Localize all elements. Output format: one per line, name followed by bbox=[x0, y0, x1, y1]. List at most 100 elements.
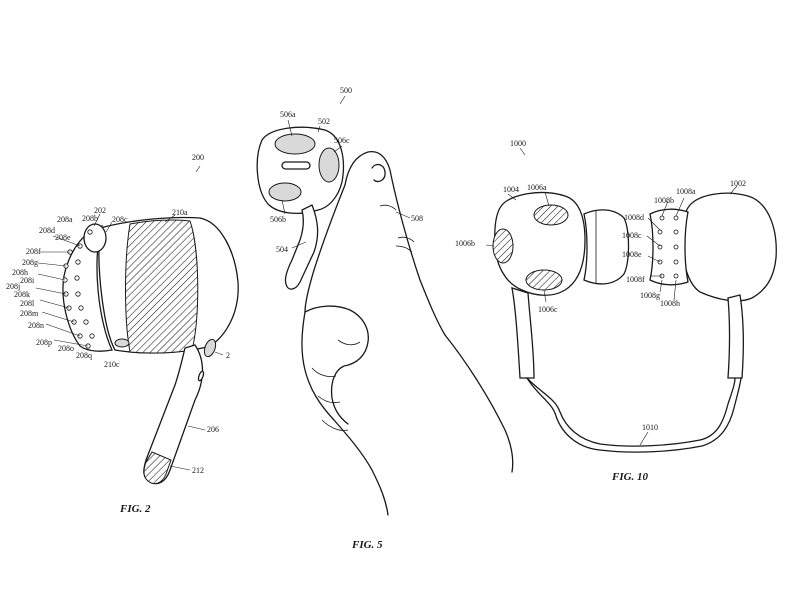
sensor-pad-1006a bbox=[533, 204, 569, 226]
figure-2: 200 202 210a 208b 208c 208a 208d 208e 20… bbox=[6, 153, 239, 515]
ref-label: 1008d bbox=[624, 213, 644, 222]
electrode-dot bbox=[657, 229, 663, 235]
electrode-dot bbox=[673, 273, 679, 279]
ref-label: 206 bbox=[207, 425, 219, 434]
ref-label: 1002 bbox=[730, 179, 746, 188]
earbud-stem bbox=[727, 294, 744, 379]
electrode-dot bbox=[673, 229, 679, 235]
ref-label: 212 bbox=[192, 466, 204, 475]
leader-lines-fig2 bbox=[35, 165, 224, 471]
sensor-pad-506c bbox=[318, 147, 340, 183]
sensor-pad-1006c bbox=[525, 269, 563, 291]
ref-label: 506b bbox=[270, 215, 286, 224]
ear-tip-right bbox=[649, 208, 689, 286]
figure-10: 1000 1004 1006a 1006b 1006c 1002 1008a 1… bbox=[455, 139, 777, 483]
earbud-stem bbox=[284, 204, 319, 290]
ref-label: 208d bbox=[39, 226, 55, 235]
reference-labels-fig10: 1000 1004 1006a 1006b 1006c 1002 1008a 1… bbox=[455, 139, 746, 432]
ref-label: 208j bbox=[6, 282, 20, 291]
electrode-dot bbox=[83, 319, 89, 325]
thumb bbox=[304, 305, 369, 425]
stem-tip-212 bbox=[143, 451, 172, 485]
electrode-dot bbox=[87, 229, 93, 235]
ref-label: 200 bbox=[192, 153, 204, 162]
electrode-dot bbox=[74, 275, 80, 281]
ear-tip-left bbox=[583, 209, 630, 285]
ref-label: 208g bbox=[22, 258, 38, 267]
ref-label: 1006a bbox=[527, 183, 547, 192]
ref-label: 210a bbox=[172, 208, 188, 217]
left-earbud-1004 bbox=[492, 191, 630, 379]
figure-5: 500 506a 502 506c 506b 504 508 FIG. 5 bbox=[256, 86, 514, 551]
earbud-fig2 bbox=[62, 216, 239, 485]
sensor-pad-210c bbox=[114, 338, 130, 348]
ref-label: 208h bbox=[12, 268, 28, 277]
earbud-body bbox=[681, 192, 777, 302]
stem-vent bbox=[197, 370, 205, 382]
reference-labels-fig2: 200 202 210a 208b 208c 208a 208d 208e 20… bbox=[6, 153, 230, 475]
ref-label: 208c bbox=[112, 215, 128, 224]
sensor-pad-2 bbox=[203, 338, 217, 358]
ref-label: 208k bbox=[14, 290, 30, 299]
ref-label: 208b bbox=[82, 214, 98, 223]
ref-label: 1006c bbox=[538, 305, 558, 314]
figure-caption: FIG. 5 bbox=[351, 539, 383, 551]
ref-label: 1008c bbox=[622, 231, 642, 240]
ref-label: 208f bbox=[26, 247, 41, 256]
ref-label: 208l bbox=[20, 299, 35, 308]
figure-caption: FIG. 10 bbox=[611, 471, 649, 483]
sensor-pad-506b bbox=[268, 182, 302, 202]
ref-label: 500 bbox=[340, 86, 352, 95]
ref-label: 208p bbox=[36, 338, 52, 347]
ref-label: 1008a bbox=[676, 187, 696, 196]
ref-label: 202 bbox=[94, 206, 106, 215]
ref-label: 1008f bbox=[626, 275, 645, 284]
electrode-dot bbox=[75, 259, 81, 265]
electrode-dot bbox=[673, 259, 679, 265]
sensor-region-210a bbox=[125, 219, 199, 354]
earbud-stem bbox=[511, 287, 535, 379]
ref-label: 2 bbox=[226, 351, 230, 360]
electrode-dot bbox=[78, 305, 84, 311]
ref-label: 208n bbox=[28, 321, 44, 330]
ref-label: 506a bbox=[280, 110, 296, 119]
right-earbud-1002 bbox=[649, 192, 777, 379]
electrode-dots bbox=[62, 229, 95, 349]
electrode-dot bbox=[673, 215, 679, 221]
ref-label: 1000 bbox=[510, 139, 526, 148]
electrode-dot bbox=[673, 244, 679, 250]
speaker-grille bbox=[281, 161, 311, 170]
leader-lines-fig10 bbox=[485, 147, 738, 446]
ref-label: 208q bbox=[76, 351, 92, 360]
ref-label: 208e bbox=[55, 233, 71, 242]
ref-label: 1006b bbox=[455, 239, 475, 248]
electrode-dot bbox=[89, 333, 95, 339]
ref-label: 504 bbox=[276, 245, 288, 254]
ref-label: 1004 bbox=[503, 185, 519, 194]
connecting-cable-1010 bbox=[526, 377, 736, 447]
ref-label: 1008e bbox=[622, 250, 642, 259]
electrode-dot bbox=[657, 244, 663, 250]
ref-label: 208i bbox=[20, 276, 35, 285]
ref-label: 1008b bbox=[654, 196, 674, 205]
ref-label: 502 bbox=[318, 117, 330, 126]
electrode-dot bbox=[75, 291, 81, 297]
electrode-dot bbox=[659, 215, 665, 221]
leader-lines-fig5 bbox=[281, 95, 411, 249]
ref-label: 508 bbox=[411, 214, 423, 223]
sensor-pad-1006b bbox=[492, 228, 514, 264]
hand-palm bbox=[301, 184, 389, 516]
earbud-fig5 bbox=[256, 126, 345, 290]
figure-caption: FIG. 2 bbox=[119, 503, 151, 515]
ref-label: 506c bbox=[334, 136, 350, 145]
ref-label: 1008h bbox=[660, 299, 680, 308]
ref-label: 208a bbox=[57, 215, 73, 224]
index-finger bbox=[344, 150, 446, 336]
ref-label: 208o bbox=[58, 344, 74, 353]
hand-fig5 bbox=[301, 150, 514, 516]
ear-tip-opening bbox=[83, 223, 107, 253]
reference-labels-fig5: 500 506a 502 506c 506b 504 508 bbox=[270, 86, 423, 254]
ref-label: 1008g bbox=[640, 291, 660, 300]
sensor-pad-506a bbox=[274, 133, 316, 155]
